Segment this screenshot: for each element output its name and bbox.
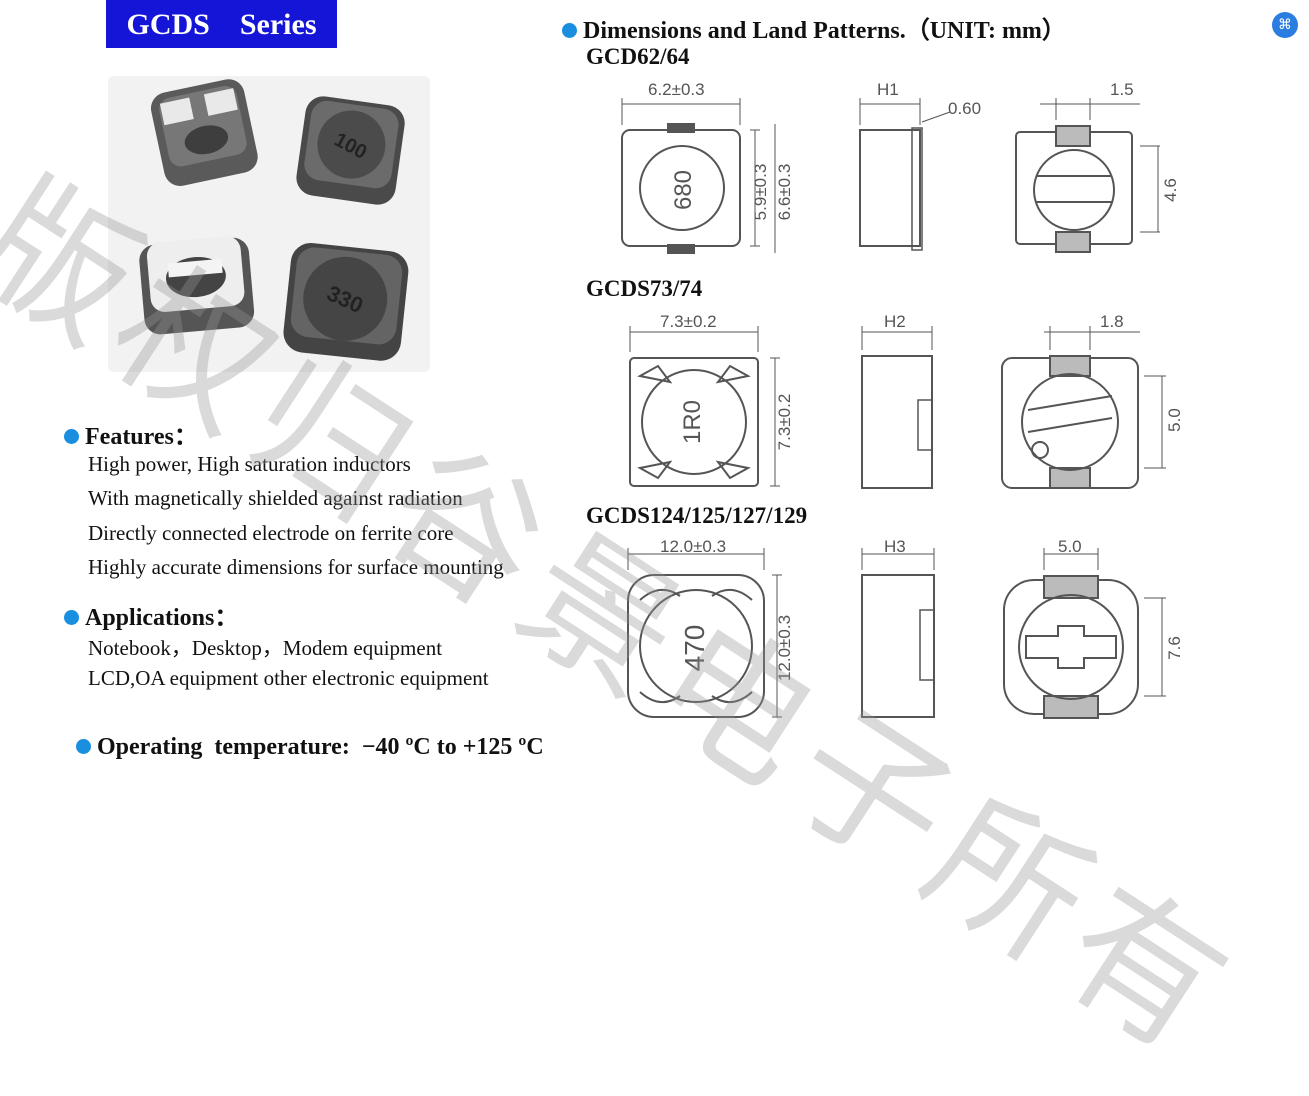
- dim-width-62: 6.2±0.3: [648, 80, 705, 99]
- dim-outer-height-62: 6.6±0.3: [775, 164, 794, 221]
- feature-item: High power, High saturation inductors: [88, 452, 411, 476]
- dim-gap-62: 4.6: [1161, 178, 1180, 202]
- feature-item: Directly connected electrode on ferrite …: [88, 521, 454, 545]
- applications-heading: Applications：: [64, 597, 238, 632]
- bullet-icon: [76, 738, 91, 754]
- operating-temperature: Operating temperature: −40 ºC to +125 ºC: [64, 707, 544, 761]
- bullet-icon: [562, 22, 577, 38]
- drawing-gcd62: [621, 98, 1160, 254]
- marking-1r0: 1R0: [679, 400, 706, 444]
- bullet-icon: [64, 609, 79, 625]
- application-item: Notebook，Desktop，Modem equipment: [88, 636, 443, 660]
- bullet-icon: [64, 428, 79, 444]
- dim-width-124: 12.0±0.3: [660, 537, 726, 556]
- drawing-gcds73: [629, 326, 1166, 489]
- model-name: GCDS124/125/127/129: [586, 503, 808, 528]
- dim-outer-height-124: 12.0±0.3: [775, 615, 794, 681]
- dim-h2: H2: [884, 312, 906, 331]
- marking-680: 680: [670, 170, 697, 210]
- application-item: LCD,OA equipment other electronic equipm…: [88, 666, 489, 690]
- dim-pad-62: 1.5: [1110, 80, 1134, 99]
- dimension-drawings: 6.2±0.3 H1 0.60 1.5 680 5.9±0.3 6.6±0.3 …: [621, 80, 1184, 719]
- feature-item: Highly accurate dimensions for surface m…: [88, 555, 504, 579]
- dimensions-heading: Dimensions and Land Patterns.（UNIT: mm）: [562, 10, 1066, 45]
- translate-icon[interactable]: ⌘: [1272, 12, 1298, 38]
- dim-terminal-62: 0.60: [948, 99, 981, 118]
- dim-h1: H1: [877, 80, 899, 99]
- feature-item: With magnetically shielded against radia…: [88, 486, 463, 510]
- features-heading: Features：: [64, 416, 198, 451]
- drawing-gcds124: [627, 548, 1166, 719]
- series-title: GCDS Series: [106, 0, 337, 48]
- dim-h3: H3: [884, 537, 906, 556]
- dim-width-73: 7.3±0.2: [660, 312, 717, 331]
- dim-inner-height-62: 5.9±0.3: [751, 164, 770, 221]
- model-name: GCDS73/74: [586, 276, 703, 301]
- dim-outer-height-73: 7.3±0.2: [775, 394, 794, 451]
- marking-470: 470: [679, 625, 710, 672]
- model-name: GCD62/64: [586, 44, 690, 69]
- dim-pad-73: 1.8: [1100, 312, 1124, 331]
- product-photo-drawing: 100 330: [139, 79, 409, 361]
- dim-gap-124: 7.6: [1165, 636, 1184, 660]
- dim-gap-73: 5.0: [1165, 408, 1184, 432]
- dim-pad-124: 5.0: [1058, 537, 1082, 556]
